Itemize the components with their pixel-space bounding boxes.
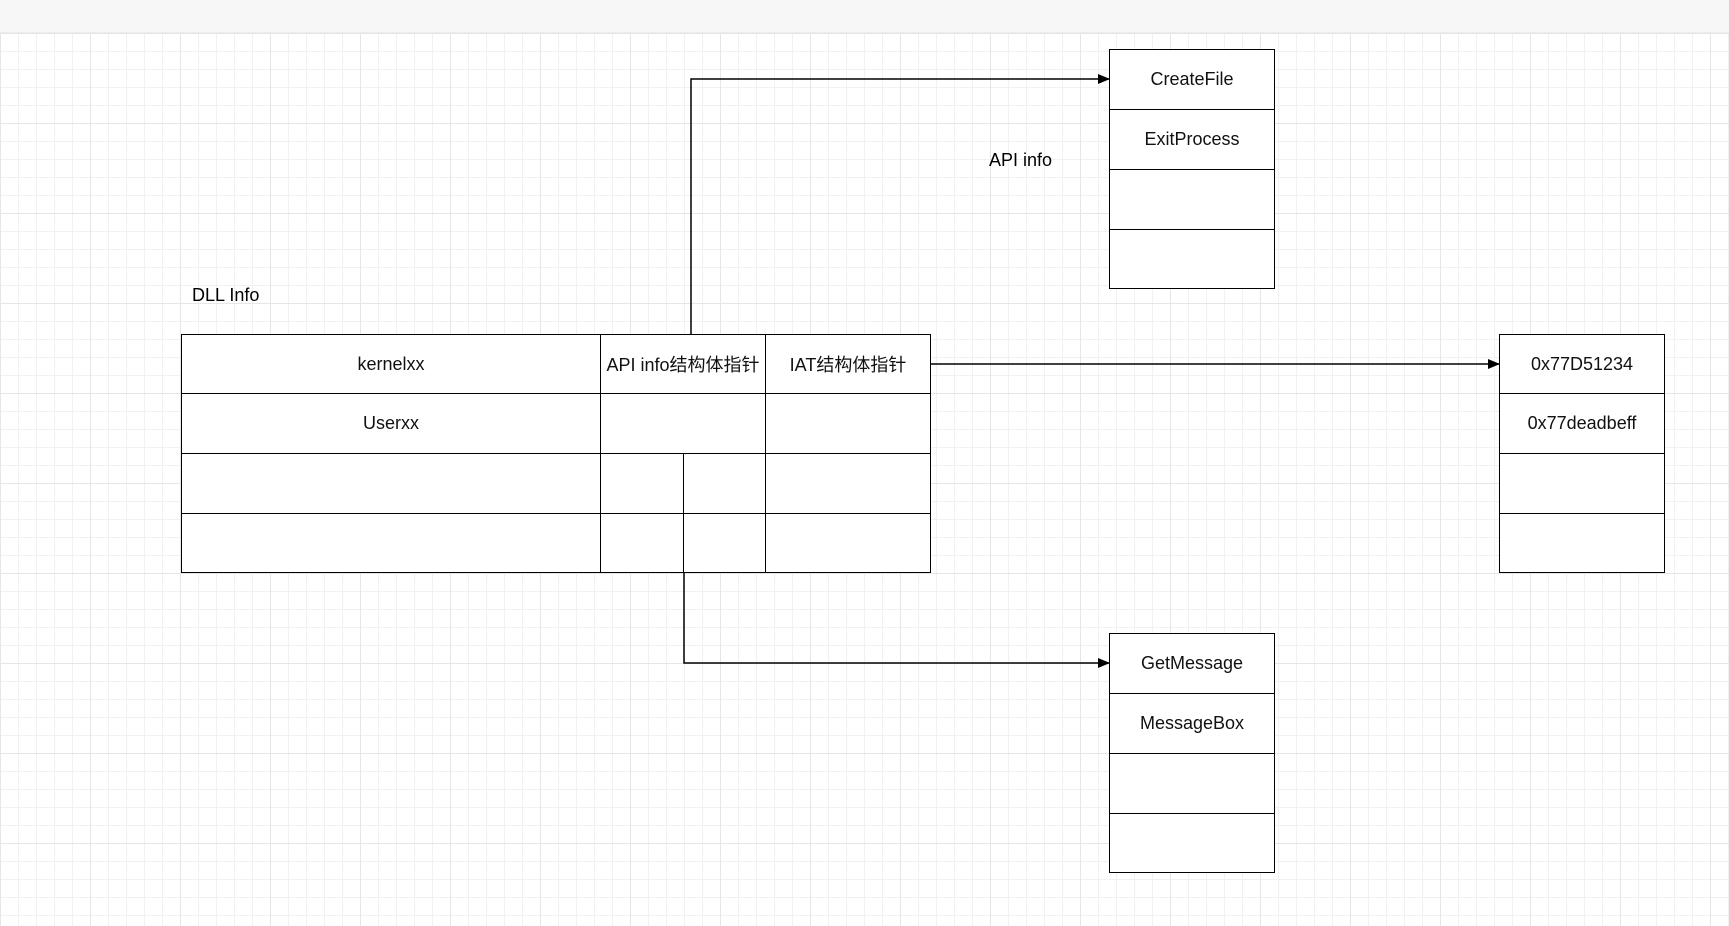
dll-row-3-iat-ptr[interactable] (765, 513, 931, 573)
api-list-2-item-3[interactable] (1109, 813, 1275, 873)
iat-list-item-2[interactable] (1499, 453, 1665, 514)
iat-list-item-1[interactable]: 0x77deadbeff (1499, 393, 1665, 454)
dll-row-0-iat-ptr[interactable]: IAT结构体指针 (765, 334, 931, 394)
dll-row-1-name[interactable]: Userxx (181, 393, 601, 454)
dll-info-label: DLL Info (192, 285, 260, 305)
api-info-label: API info (989, 150, 1053, 170)
iat-list-item-3[interactable] (1499, 513, 1665, 573)
dll-row-3-api-ptr-right[interactable] (683, 513, 766, 573)
dll-row-1-iat-ptr[interactable] (765, 393, 931, 454)
dll-row-0-api-ptr[interactable]: API info结构体指针 (600, 334, 766, 394)
iat-list-item-0[interactable]: 0x77D51234 (1499, 334, 1665, 394)
api-list-2-item-0[interactable]: GetMessage (1109, 633, 1275, 694)
top-toolbar-strip (0, 0, 1729, 33)
dll-row-2-iat-ptr[interactable] (765, 453, 931, 514)
api-list-1-item-0[interactable]: CreateFile (1109, 49, 1275, 110)
dll-row-2-api-ptr-left[interactable] (600, 453, 684, 514)
dll-row-0-name[interactable]: kernelxx (181, 334, 601, 394)
dll-row-2-name[interactable] (181, 453, 601, 514)
dll-row-3-name[interactable] (181, 513, 601, 573)
api-list-2-item-2[interactable] (1109, 753, 1275, 814)
dll-row-2-api-ptr-right[interactable] (683, 453, 766, 514)
api-list-1-item-1[interactable]: ExitProcess (1109, 109, 1275, 170)
api-list-1-item-2[interactable] (1109, 169, 1275, 230)
dll-row-1-api-ptr[interactable] (600, 393, 766, 454)
dll-row-3-api-ptr-left[interactable] (600, 513, 684, 573)
api-list-2-item-1[interactable]: MessageBox (1109, 693, 1275, 754)
api-list-1-item-3[interactable] (1109, 229, 1275, 289)
